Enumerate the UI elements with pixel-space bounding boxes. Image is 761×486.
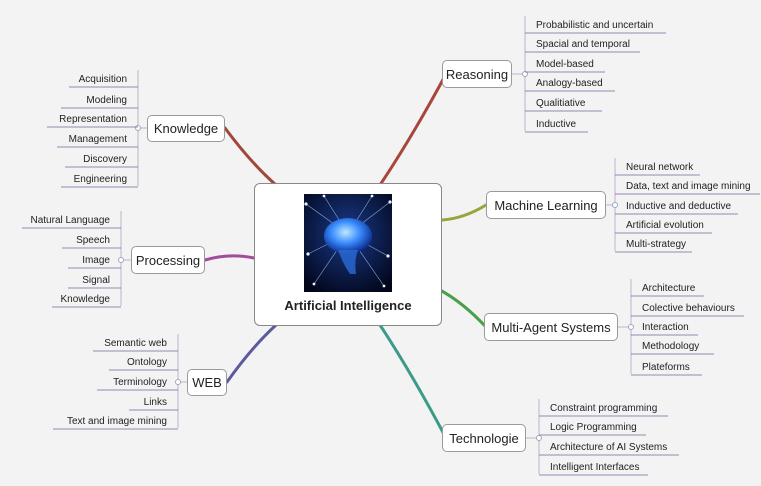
connector-knowledge	[223, 126, 278, 187]
leaf-reasoning-2[interactable]: Model-based	[536, 59, 594, 70]
leaf-machine_learning-4[interactable]: Multi-strategy	[626, 239, 686, 250]
leaf-processing-0[interactable]: Natural Language	[30, 215, 110, 226]
leaf-processing-2[interactable]: Image	[82, 255, 110, 266]
central-topic[interactable]: Artificial Intelligence	[254, 183, 442, 326]
leaf-multi_agent-4[interactable]: Plateforms	[642, 362, 690, 373]
leaf-multi_agent-1[interactable]: Colective behaviours	[642, 303, 735, 314]
leaf-reasoning-0[interactable]: Probabilistic and uncertain	[536, 20, 653, 31]
leaf-group-knowledge: AcquisitionModelingRepresentationManagem…	[47, 70, 147, 188]
leaf-technologie-1[interactable]: Logic Programming	[550, 422, 637, 433]
topic-reasoning[interactable]: Reasoning	[442, 60, 512, 88]
leaf-multi_agent-3[interactable]: Methodology	[642, 341, 699, 352]
leaf-web-0[interactable]: Semantic web	[104, 338, 167, 349]
topic-knowledge[interactable]: Knowledge	[147, 115, 225, 142]
leaf-machine_learning-3[interactable]: Artificial evolution	[626, 220, 704, 231]
leaf-group-web: Semantic webOntologyTerminologyLinksText…	[53, 334, 187, 430]
topic-machine-learning[interactable]: Machine Learning	[486, 191, 606, 219]
central-topic-title: Artificial Intelligence	[284, 298, 412, 313]
leaf-reasoning-4[interactable]: Qualitiative	[536, 98, 586, 109]
leaf-web-4[interactable]: Text and image mining	[67, 416, 167, 427]
leaf-machine_learning-2[interactable]: Inductive and deductive	[626, 201, 732, 212]
topic-processing[interactable]: Processing	[131, 246, 205, 274]
leaf-group-processing: Natural LanguageSpeechImageSignalKnowled…	[22, 211, 131, 308]
leaf-processing-1[interactable]: Speech	[76, 235, 110, 246]
leaf-web-1[interactable]: Ontology	[127, 357, 167, 368]
leaf-web-2[interactable]: Terminology	[113, 377, 167, 388]
leaf-knowledge-1[interactable]: Modeling	[86, 95, 127, 106]
leaf-technologie-3[interactable]: Intelligent Interfaces	[550, 462, 640, 473]
connector-machine-learning	[440, 203, 488, 222]
leaf-reasoning-3[interactable]: Analogy-based	[536, 78, 603, 89]
connector-lines	[203, 72, 488, 440]
connector-web	[225, 323, 278, 384]
connector-processing	[203, 254, 256, 262]
leaf-knowledge-4[interactable]: Discovery	[83, 154, 127, 165]
leaf-web-3[interactable]: Links	[144, 397, 167, 408]
leaf-processing-3[interactable]: Signal	[82, 275, 110, 286]
leaf-reasoning-5[interactable]: Inductive	[536, 119, 576, 130]
leaf-technologie-2[interactable]: Architecture of AI Systems	[550, 442, 667, 453]
leaf-knowledge-0[interactable]: Acquisition	[79, 74, 127, 85]
connector-multi-agent-systems	[438, 288, 488, 329]
leaf-technologie-0[interactable]: Constraint programming	[550, 403, 657, 414]
leaf-knowledge-5[interactable]: Engineering	[74, 174, 127, 185]
leaf-machine_learning-0[interactable]: Neural network	[626, 162, 694, 173]
topic-web[interactable]: WEB	[187, 369, 227, 396]
topic-technologie[interactable]: Technologie	[442, 424, 526, 452]
leaf-machine_learning-1[interactable]: Data, text and image mining	[626, 181, 751, 192]
brain-image	[304, 194, 392, 292]
connector-reasoning	[378, 72, 448, 187]
leaf-knowledge-2[interactable]: Representation	[59, 114, 127, 125]
leaf-reasoning-1[interactable]: Spacial and temporal	[536, 39, 630, 50]
connector-technologie	[378, 323, 448, 440]
leaf-processing-4[interactable]: Knowledge	[61, 294, 111, 305]
leaf-knowledge-3[interactable]: Management	[69, 134, 128, 145]
leaf-multi_agent-0[interactable]: Architecture	[642, 283, 696, 294]
topic-multi-agent-systems[interactable]: Multi-Agent Systems	[484, 313, 618, 341]
leaf-multi_agent-2[interactable]: Interaction	[642, 322, 689, 333]
